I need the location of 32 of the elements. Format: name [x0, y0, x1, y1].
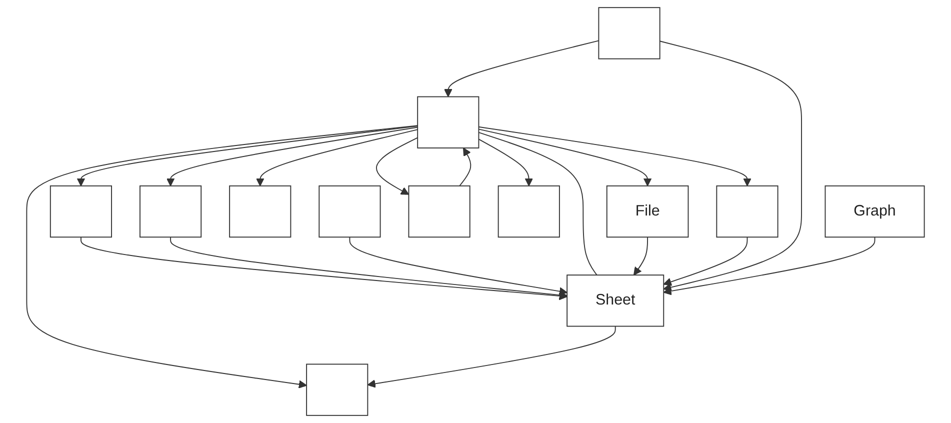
arrow [26, 125, 418, 388]
node-box [229, 185, 292, 238]
node-box [417, 96, 480, 148]
arrow [80, 236, 568, 300]
arrow [663, 236, 876, 296]
arrow [170, 236, 568, 300]
arrow [459, 148, 472, 186]
node-box [598, 7, 660, 60]
arrow [166, 126, 418, 186]
node-box [50, 185, 112, 238]
arrow [76, 126, 418, 186]
arrow [659, 40, 802, 292]
arrow [663, 236, 748, 286]
arrow [478, 126, 752, 186]
arrow [633, 236, 648, 276]
node-box [716, 185, 778, 238]
arrow [367, 326, 616, 388]
arrow [349, 236, 568, 296]
node-box [498, 185, 560, 238]
node-box: File [606, 185, 689, 238]
arrow [376, 137, 418, 195]
node-box: Graph [824, 185, 925, 238]
node-box [306, 364, 368, 416]
arrow [256, 129, 418, 186]
node-box [140, 185, 202, 238]
node-box [318, 185, 381, 238]
arrow [444, 40, 600, 98]
node-box: Sheet [566, 274, 664, 327]
node-box [408, 185, 470, 238]
arrow [478, 128, 652, 186]
arrow [478, 138, 534, 186]
connector [478, 132, 598, 276]
